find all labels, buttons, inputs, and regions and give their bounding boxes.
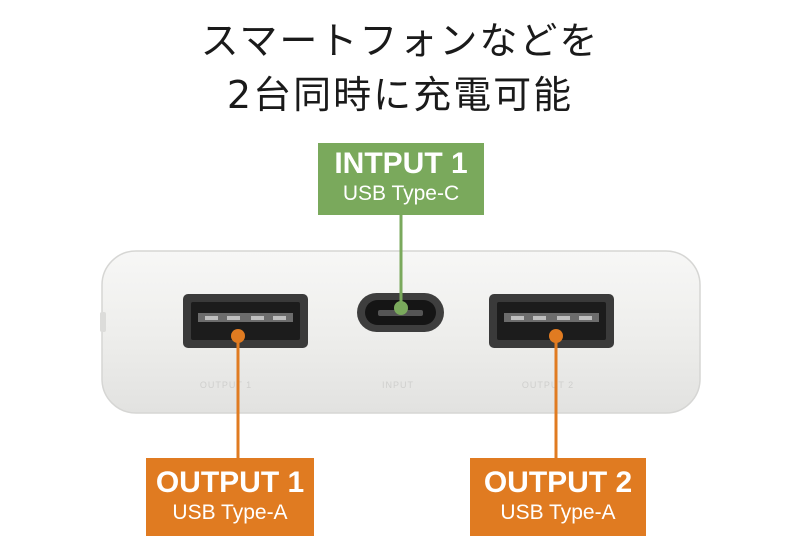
callout-output-1: [231, 329, 245, 458]
usb-a-port-output-1: [183, 294, 308, 348]
usb-a-port-output-2: [489, 294, 614, 348]
input-port-type: USB Type-C: [342, 182, 460, 205]
side-button-notch: [100, 312, 106, 332]
output-1-port-title: OUTPUT 1: [155, 466, 305, 499]
headline-line-2: 2台同時に充電可能: [226, 73, 574, 117]
input-port-title: INTPUT 1: [334, 147, 468, 180]
callout-input: [394, 215, 408, 315]
output-2-port-title: OUTPUT 2: [483, 466, 633, 499]
engraving-input: INPUT: [382, 380, 414, 390]
output-1-port-type: USB Type-A: [172, 501, 288, 524]
engraving-output-1: OUTPUT 1: [200, 380, 252, 390]
input-port-label: INTPUT 1 USB Type-C: [318, 143, 484, 215]
headline-line-1: スマートフォンなどを: [200, 19, 600, 63]
output-2-port-label: OUTPUT 2 USB Type-A: [470, 458, 646, 536]
callout-output-2: [549, 329, 563, 458]
engraving-output-2: OUTPUT 2: [522, 380, 574, 390]
output-2-port-type: USB Type-A: [500, 501, 616, 524]
output-1-port-label: OUTPUT 1 USB Type-A: [146, 458, 314, 536]
